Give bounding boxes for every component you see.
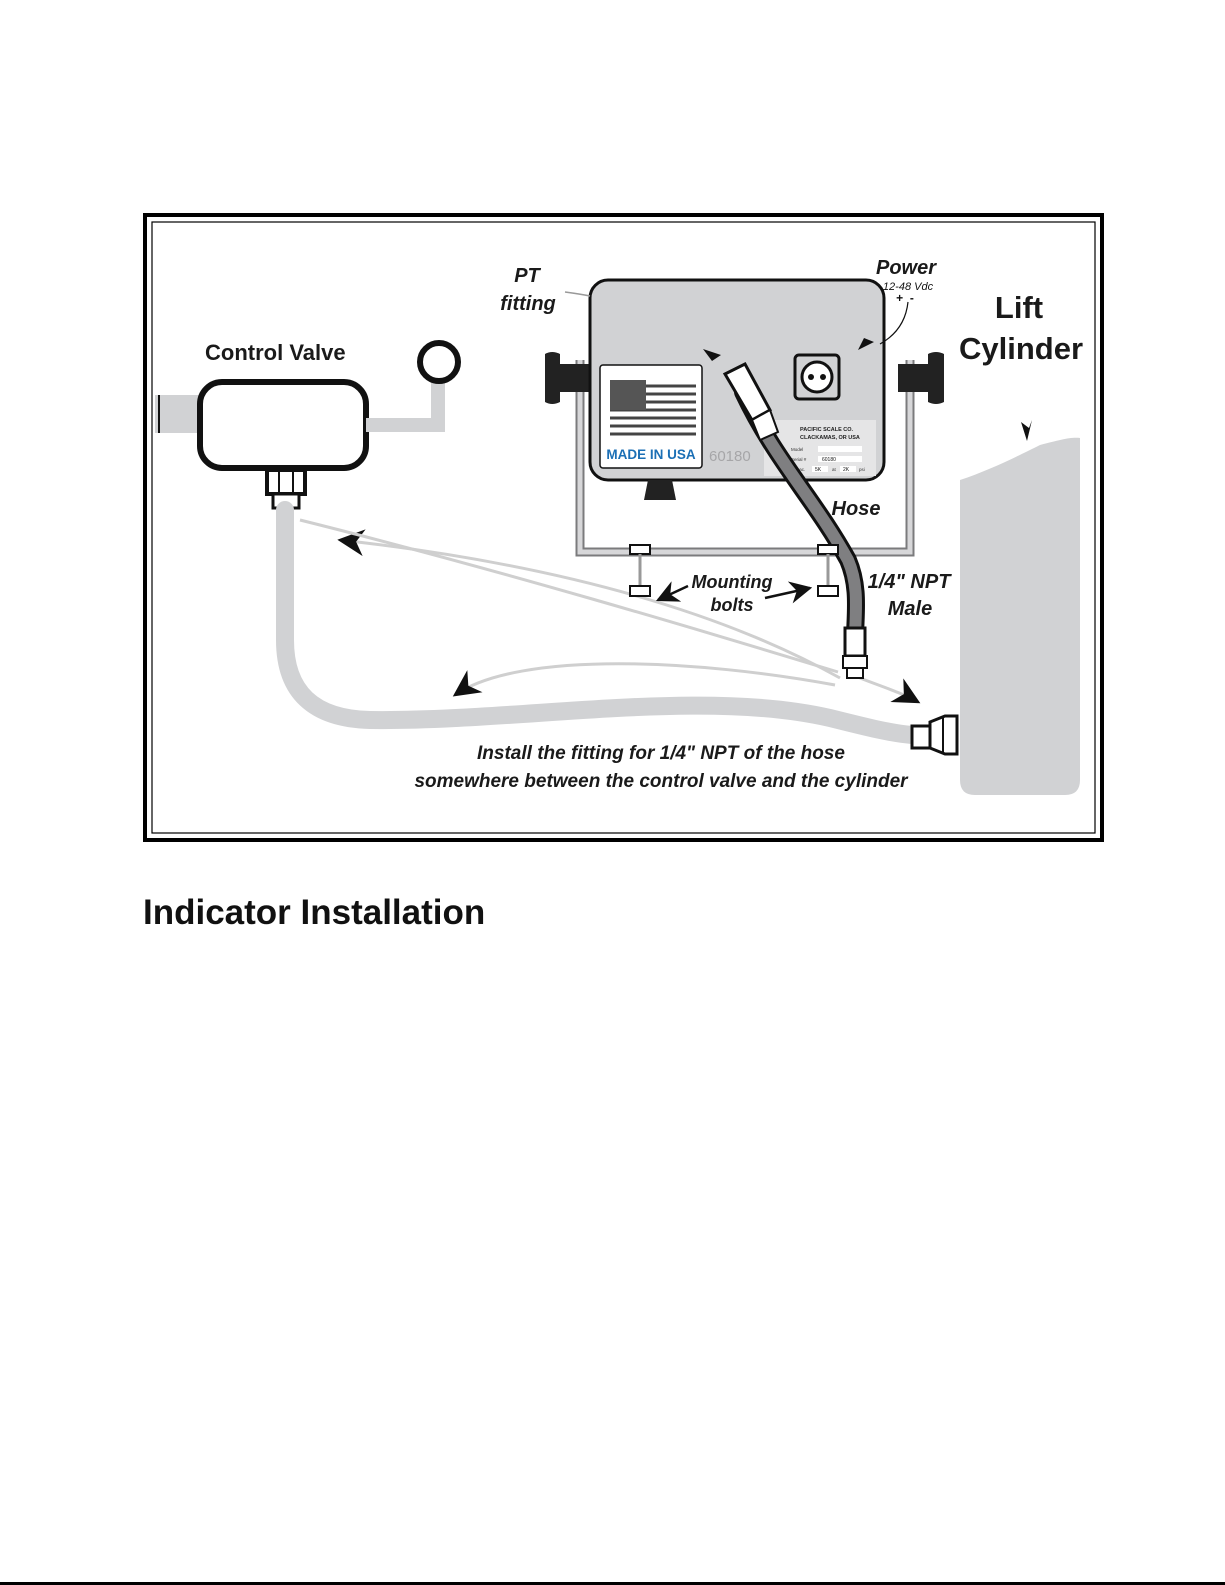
pressure-hose — [722, 362, 868, 679]
label-hose: Hose — [832, 498, 881, 520]
mounting-bracket — [575, 360, 915, 557]
mounting-bolts — [629, 544, 839, 597]
caption-line1: Install the fitting for 1/4" NPT of the … — [477, 743, 845, 764]
label-bolts: bolts — [711, 595, 754, 615]
plate-serial-value: 60180 — [822, 457, 836, 463]
footer-rule — [0, 1582, 1225, 1585]
bottom-connector — [644, 480, 676, 500]
fitting-pointer — [703, 349, 721, 361]
hydraulic-line — [276, 501, 921, 744]
label-control-valve: Control Valve — [205, 340, 346, 365]
left-knob — [545, 352, 591, 404]
power-connector-icon — [793, 353, 841, 401]
label-power: Power — [876, 257, 937, 279]
american-flag-icon — [610, 380, 696, 436]
label-pt-line1: PT — [514, 265, 541, 287]
label-voltage: 12-48 Vdc — [883, 281, 934, 293]
plate-at: at — [832, 467, 837, 472]
plate-capacity-value: 5K — [815, 467, 822, 473]
label-cylinder: Cylinder — [959, 331, 1083, 366]
label-npt: 1/4" NPT — [868, 571, 953, 593]
company-location: CLACKAMAS, OR USA — [800, 435, 860, 441]
connector-pointer — [858, 338, 874, 350]
leader-lines — [564, 291, 909, 604]
company-name: PACIFIC SCALE CO. — [800, 427, 854, 433]
lift-cylinder — [960, 437, 1080, 795]
pressure-gauge-icon — [417, 340, 461, 384]
label-male: Male — [888, 598, 932, 620]
control-valve — [155, 340, 461, 510]
right-knob — [898, 352, 944, 404]
cylinder-pointer — [1021, 420, 1032, 441]
plate-pressure-value: 2K — [843, 467, 850, 473]
location-arrows — [299, 518, 921, 704]
made-in-usa-text: MADE IN USA — [606, 447, 696, 462]
plate-unit: psi — [859, 467, 865, 472]
section-heading: Indicator Installation — [143, 893, 486, 932]
tee-fitting — [910, 714, 959, 756]
caption-line2: somewhere between the control valve and … — [414, 771, 909, 792]
label-mounting: Mounting — [692, 572, 773, 592]
label-polarity: + - — [896, 291, 914, 305]
plate-model-label: Model — [791, 447, 803, 452]
label-lift: Lift — [995, 290, 1043, 325]
made-in-usa-sticker: MADE IN USA — [599, 364, 703, 469]
plate-serial-label: Serial # — [791, 457, 807, 462]
part-number: 60180 — [709, 448, 751, 465]
label-pt-line2: fitting — [500, 293, 556, 315]
